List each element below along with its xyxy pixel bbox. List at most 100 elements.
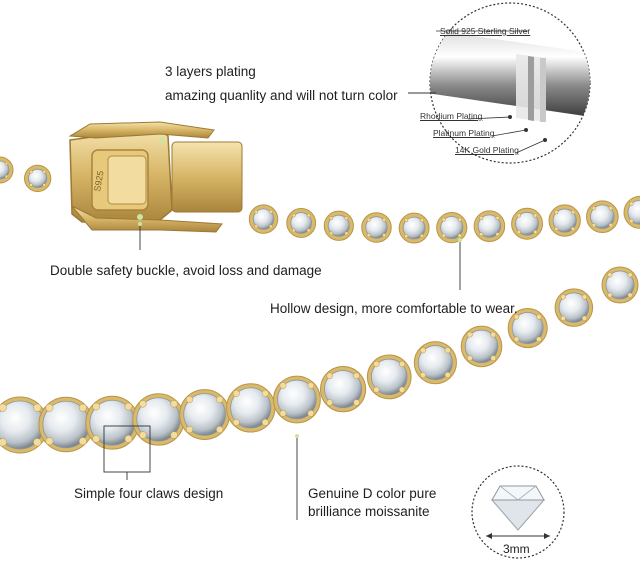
- prong-claw: [326, 372, 333, 379]
- moissanite-stone: [627, 199, 640, 225]
- moissanite-text-line2: brilliance moissanite: [308, 504, 430, 519]
- prong-claw: [307, 410, 315, 417]
- prong-claw: [627, 272, 633, 278]
- prong-claw: [516, 213, 521, 218]
- prong-claw: [45, 403, 54, 412]
- moissanite-stone: [464, 329, 499, 364]
- prong-claw: [554, 210, 559, 215]
- four-claws-text: Simple four claws design: [74, 486, 224, 501]
- callout-lines: [103, 92, 462, 520]
- moissanite-stone: [230, 387, 272, 429]
- prong-claw: [170, 431, 178, 439]
- moissanite-stone: [477, 214, 502, 238]
- prong-claw: [124, 435, 133, 443]
- bracelet-band-bottom: [0, 266, 639, 454]
- prong-claw: [554, 226, 559, 232]
- prong-claw: [444, 371, 451, 378]
- prong-claw: [307, 382, 315, 389]
- moissanite-stone: [28, 168, 48, 188]
- prong-claw: [29, 183, 33, 187]
- prong-claw: [404, 233, 409, 238]
- prong-claw: [398, 360, 406, 368]
- plating-layer-platinum: Platinum Plating: [433, 128, 495, 138]
- moissanite-stone: [183, 393, 226, 436]
- prong-claw: [42, 170, 47, 174]
- prong-claw: [185, 425, 194, 434]
- prong-claw: [513, 314, 520, 320]
- prong-claw: [560, 315, 566, 321]
- prong-claw: [124, 402, 133, 411]
- hollow-design-text: Hollow design, more comfortable to wear.: [270, 301, 518, 316]
- prong-claw: [533, 229, 538, 235]
- prong-claw: [92, 402, 100, 411]
- moissanite-stone: [552, 208, 577, 233]
- prong-claw: [441, 217, 446, 222]
- prong-claw: [29, 170, 33, 174]
- prong-claw: [441, 233, 446, 238]
- plating-quality-text: amazing quanlity and will not turn color: [165, 88, 398, 103]
- moissanite-stone: [0, 160, 10, 180]
- stone-size-label: 3mm: [503, 542, 530, 556]
- moissanite-stone: [365, 216, 388, 239]
- prong-claw: [254, 224, 259, 229]
- prong-claw: [232, 389, 240, 397]
- prong-claw: [490, 355, 497, 361]
- prong-claw: [536, 336, 542, 342]
- prong-claw: [291, 228, 296, 233]
- prong-claw: [170, 400, 178, 408]
- prong-claw: [306, 213, 311, 218]
- prong-claw: [457, 217, 462, 222]
- clasp-stamp: S925: [92, 170, 106, 192]
- prong-claw: [306, 228, 311, 233]
- prong-claw: [4, 161, 9, 166]
- prong-claw: [516, 229, 521, 235]
- prong-claw: [495, 215, 500, 221]
- moissanite-stone: [605, 270, 635, 300]
- prong-claw: [629, 218, 634, 224]
- prong-claw: [329, 216, 334, 221]
- prong-claw: [0, 403, 7, 412]
- prong-claw: [353, 399, 360, 406]
- prong-claw: [444, 347, 451, 354]
- prong-claw: [33, 438, 42, 447]
- prong-claw: [479, 232, 484, 237]
- prong-claw: [232, 418, 240, 426]
- moissanite-stone: [277, 379, 317, 420]
- prong-claw: [269, 224, 273, 229]
- prong-claw: [353, 372, 360, 379]
- prong-claw: [570, 226, 576, 232]
- plating-core-label: Solid 925 Sterling Silver: [440, 26, 531, 36]
- prong-claw: [269, 209, 273, 214]
- prong-claw: [591, 223, 596, 228]
- prong-claw: [466, 355, 473, 361]
- moissanite-stone: [515, 211, 539, 236]
- prong-claw: [139, 431, 147, 439]
- prong-claw: [78, 403, 87, 412]
- diamond-detail-circle: [471, 465, 565, 559]
- prong-claw: [382, 233, 387, 238]
- prong-claw: [279, 382, 287, 389]
- buckle-feature-text: Double safety buckle, avoid loss and dam…: [50, 263, 322, 278]
- prong-claw: [457, 233, 462, 238]
- moissanite-stone: [252, 208, 275, 230]
- prong-claw: [78, 437, 87, 446]
- prong-claw: [533, 213, 538, 218]
- prong-claw: [139, 400, 147, 408]
- moissanite-text-line1: Genuine D color pure: [308, 486, 437, 501]
- bracelet-band-top: [0, 156, 640, 244]
- prong-claw: [490, 331, 497, 338]
- prong-claw: [495, 232, 500, 237]
- plating-layer-rhodium: Rhodium Plating: [420, 111, 483, 121]
- moissanite-stone: [324, 370, 363, 409]
- prong-claw: [254, 209, 259, 214]
- prong-claw: [366, 217, 371, 222]
- prong-claw: [420, 347, 427, 354]
- prong-claw: [581, 315, 588, 321]
- prong-claw: [216, 425, 224, 434]
- prong-claw: [419, 233, 424, 238]
- prong-claw: [261, 389, 269, 397]
- moissanite-stone: [558, 292, 590, 323]
- prong-claw: [570, 210, 576, 215]
- prong-claw: [608, 223, 614, 228]
